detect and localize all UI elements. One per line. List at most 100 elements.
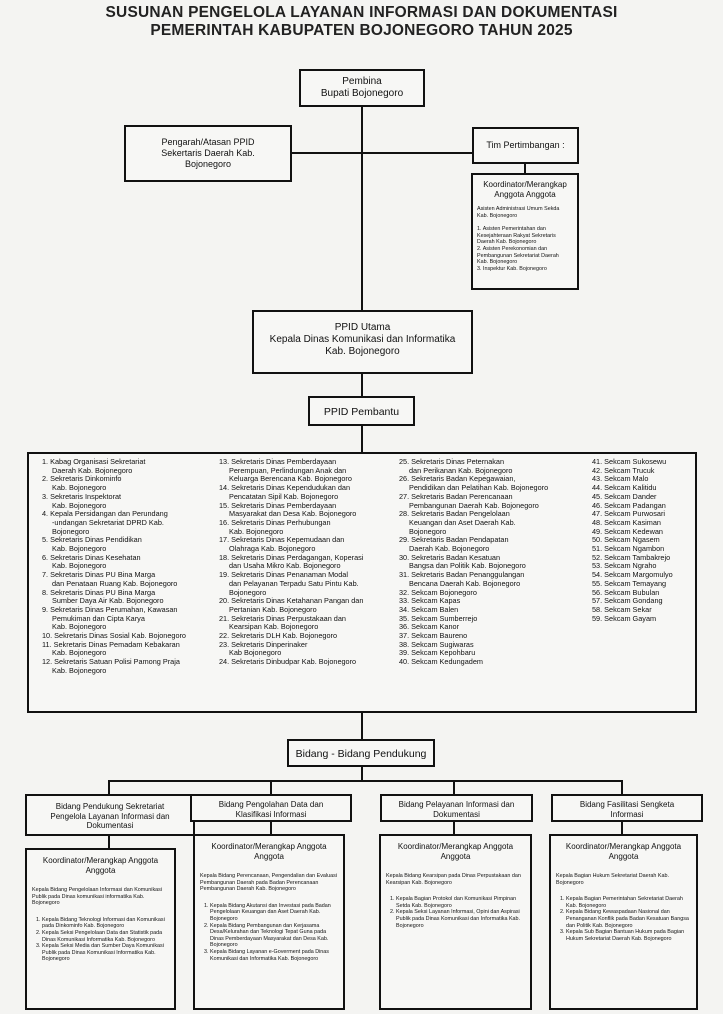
- ppid-pembantu-item: 46. Sekcam Padangan: [592, 500, 666, 510]
- ppid-pembantu-item: 59. Sekcam Gayam: [592, 613, 657, 623]
- ppid-pembantu-item: 1. Kabag Organisasi Sekretariat: [42, 457, 146, 466]
- unit-box-title: Koordinator/Merangkap Anggota Anggota: [211, 842, 327, 861]
- unit-detail-box: Koordinator/Merangkap Anggota Anggota Ke…: [25, 848, 176, 1010]
- pembina-box: Pembina Bupati Bojonegoro: [299, 69, 425, 107]
- ppid-pembantu-item: 23. Sekretaris Dinperinaker: [219, 639, 308, 649]
- ppid-pembantu-item: Bojonegoro: [52, 526, 90, 536]
- ppid-pembantu-item: 49. Sekcam Kedewan: [592, 526, 663, 536]
- ppid-pembantu-item: 35. Sekcam Sumberrejo: [399, 613, 478, 623]
- ppid-pembantu-item: 47. Sekcam Purwosari: [592, 509, 665, 519]
- ppid-pembantu-item: Bojonegoro: [229, 587, 267, 597]
- unit-name: Bidang Fasilitasi Sengketa Informasi: [579, 800, 675, 819]
- tim-member: 3. Inspektur Kab. Bojonegoro: [477, 265, 547, 272]
- ppid-pembantu-item: 6. Sekretaris Dinas Kesehatan: [42, 552, 141, 562]
- tim-pertimbangan-label: Tim Pertimbangan :: [486, 140, 565, 150]
- ppid-pembantu-item: Kab. Bojonegoro: [52, 648, 107, 658]
- ppid-pembantu-item: Kab Bojonegoro: [229, 648, 282, 658]
- pembina-role: Pembina: [342, 76, 382, 87]
- ppid-pembantu-item: 33. Sekcam Kapas: [399, 596, 461, 606]
- ppid-pembantu-item: 39. Sekcam Kepohbaru: [399, 648, 476, 658]
- ppid-pembantu-item: 53. Sekcam Ngraho: [592, 561, 657, 571]
- unit-detail-box: Koordinator/Merangkap Anggota Anggota Ke…: [193, 834, 345, 1010]
- connector-line: [361, 374, 363, 396]
- unit-name: Bidang Pelayanan Informasi dan Dokumenta…: [398, 800, 515, 819]
- ppid-pembantu-item: 16. Sekretaris Dinas Perhubungan: [219, 517, 331, 527]
- ppid-pembantu-item: Sumber Daya Air Kab. Bojonegoro: [52, 596, 164, 606]
- tim-member: 2. Asisten Perekonomian dan Pembangunan …: [477, 245, 559, 266]
- connector-line: [108, 780, 623, 782]
- ppid-utama-line3: Kab. Bojonegoro: [325, 346, 400, 357]
- ppid-pembantu-item: Bojonegoro: [409, 526, 447, 536]
- tim-pertimbangan-members-box: Koordinator/Merangkap Anggota Anggota As…: [471, 173, 579, 290]
- ppid-pembantu-item: Pendidikan dan Pelatihan Kab. Bojonegoro: [409, 483, 549, 493]
- connector-line: [270, 822, 272, 834]
- ppid-pembantu-item: Daerah Kab. Bojonegoro: [409, 544, 490, 554]
- pengarah-box: Pengarah/Atasan PPID Sekertaris Daerah K…: [124, 125, 292, 182]
- unit-box-title: Koordinator/Merangkap Anggota Anggota: [42, 856, 159, 875]
- unit-box-title: Koordinator/Merangkap Anggota Anggota: [397, 842, 514, 861]
- tim-box-title: Koordinator/Merangkap Anggota Anggota: [483, 180, 567, 199]
- ppid-pembantu-item: 30. Sekretaris Badan Kesatuan: [399, 552, 501, 562]
- unit-member: Kepala Bidang Kewaspadaan Nasional dan P…: [566, 909, 691, 929]
- ppid-pembantu-item: Masyarakat dan Desa Kab. Bojonegoro: [229, 509, 357, 519]
- unit-name: Bidang Pengolahan Data dan Klasifikasi I…: [218, 800, 324, 819]
- ppid-pembantu-item: 41. Sekcam Sukosewu: [592, 457, 667, 466]
- connector-line: [108, 836, 110, 848]
- pengarah-role: Pengarah/Atasan PPID: [161, 137, 255, 147]
- ppid-pembantu-item: Bencana Daerah Kab. Bojonegoro: [409, 578, 521, 588]
- ppid-pembantu-title: PPID Pembantu: [323, 406, 400, 418]
- ppid-pembantu-item: 22. Sekretaris DLH Kab. Bojonegoro: [219, 631, 338, 641]
- ppid-utama-box: PPID Utama Kepala Dinas Komunikasi dan I…: [252, 310, 473, 374]
- ppid-pembantu-item: 55. Sekcam Temayang: [592, 578, 667, 588]
- ppid-pembantu-item: 9. Sekretaris Dinas Perumahan, Kawasan: [42, 604, 178, 614]
- unit-coordinator: Kepala Bagian Hukum Sekretariat Daerah K…: [556, 873, 669, 886]
- ppid-pembantu-item: 29. Sekretaris Badan Pendapatan: [399, 535, 509, 545]
- unit-name: Bidang Pendukung Sekretariat Pengelola L…: [50, 802, 170, 830]
- connector-line: [361, 767, 363, 781]
- connector-line: [290, 152, 473, 154]
- ppid-pembantu-item: 56. Sekcam Bubulan: [592, 587, 660, 597]
- unit-member: Kepala Seksi Pengelolaan Data dan Statis…: [42, 930, 169, 943]
- ppid-pembantu-item: 48. Sekcam Kasiman: [592, 517, 661, 527]
- ppid-pembantu-item: Perempuan, Perlindungan Anak dan: [229, 465, 347, 475]
- ppid-pembantu-item: 17. Sekretaris Dinas Kepemudaan dan: [219, 535, 345, 545]
- ppid-utama-title: PPID Utama: [334, 322, 391, 333]
- unit-coordinator: Kepala Bidang Pengelolaan Informasi dan …: [32, 887, 163, 907]
- ppid-pembantu-item: Kab. Bojonegoro: [52, 483, 107, 493]
- chart-title-line-2: PEMERINTAH KABUPATEN BOJONEGORO TAHUN 20…: [150, 22, 573, 39]
- ppid-pembantu-item: 25. Sekretaris Dinas Peternakan: [399, 457, 505, 466]
- ppid-pembantu-item: 45. Sekcam Dander: [592, 491, 657, 501]
- ppid-pembantu-item: Kab. Bojonegoro: [229, 526, 284, 536]
- ppid-pembantu-box: PPID Pembantu: [308, 396, 415, 426]
- ppid-pembantu-item: 18. Sekretaris Dinas Perdagangan, Kopera…: [219, 552, 364, 562]
- ppid-pembantu-item: Keluarga Berencana Kab. Bojonegoro: [229, 474, 352, 484]
- unit-detail-box: Koordinator/Merangkap Anggota Anggota Ke…: [379, 834, 532, 1010]
- ppid-pembantu-item: 4. Kepala Persidangan dan Perundang: [42, 509, 168, 519]
- unit-member: Kepala Seksi Media dan Sumber Daya Komun…: [42, 943, 169, 963]
- ppid-pembantu-item: Pemukiman dan Cipta Karya: [52, 613, 145, 623]
- unit-header-box: Bidang Pelayanan Informasi dan Dokumenta…: [380, 794, 533, 822]
- unit-coordinator: Kepala Bidang Perencanaan, Pengendalian …: [200, 873, 337, 893]
- unit-member: Kepala Bidang Layanan e-Goverment pada D…: [210, 949, 338, 962]
- ppid-pembantu-item: 15. Sekretaris Dinas Pemberdayaan: [219, 500, 337, 510]
- ppid-pembantu-item: Kab. Bojonegoro: [52, 500, 107, 510]
- unit-box-title: Koordinator/Merangkap Anggota Anggota: [565, 842, 682, 861]
- ppid-pembantu-item: 13. Sekretaris Dinas Pemberdayaan: [219, 457, 337, 466]
- connector-line: [453, 822, 455, 834]
- unit-coordinator: Kepala Bidang Kearsipan pada Dinas Perpu…: [386, 873, 521, 886]
- ppid-pembantu-item: 28. Sekretaris Badan Pengelolaan: [399, 509, 510, 519]
- ppid-pembantu-item: 40. Sekcam Kedungadem: [399, 657, 483, 667]
- ppid-pembantu-item: 34. Sekcam Balen: [399, 604, 459, 614]
- ppid-pembantu-item: 19. Sekretaris Dinas Penanaman Modal: [219, 570, 348, 580]
- tim-member: 1. Asisten Pemerintahan dan Kesejahteraa…: [477, 226, 556, 246]
- unit-member: Kepala Bidang Pembangunan dan Kerjasama …: [210, 923, 338, 949]
- unit-detail-box: Koordinator/Merangkap Anggota Anggota Ke…: [549, 834, 698, 1010]
- connector-line: [621, 822, 623, 834]
- ppid-pembantu-item: 2. Sekretaris Dinkominfo: [42, 474, 122, 484]
- ppid-pembantu-item: 31. Sekretaris Badan Penanggulangan: [399, 570, 525, 580]
- ppid-pembantu-item: Kearsipan Kab. Bojonegoro: [229, 622, 319, 632]
- ppid-pembantu-item: 52. Sekcam Tambakrejo: [592, 552, 671, 562]
